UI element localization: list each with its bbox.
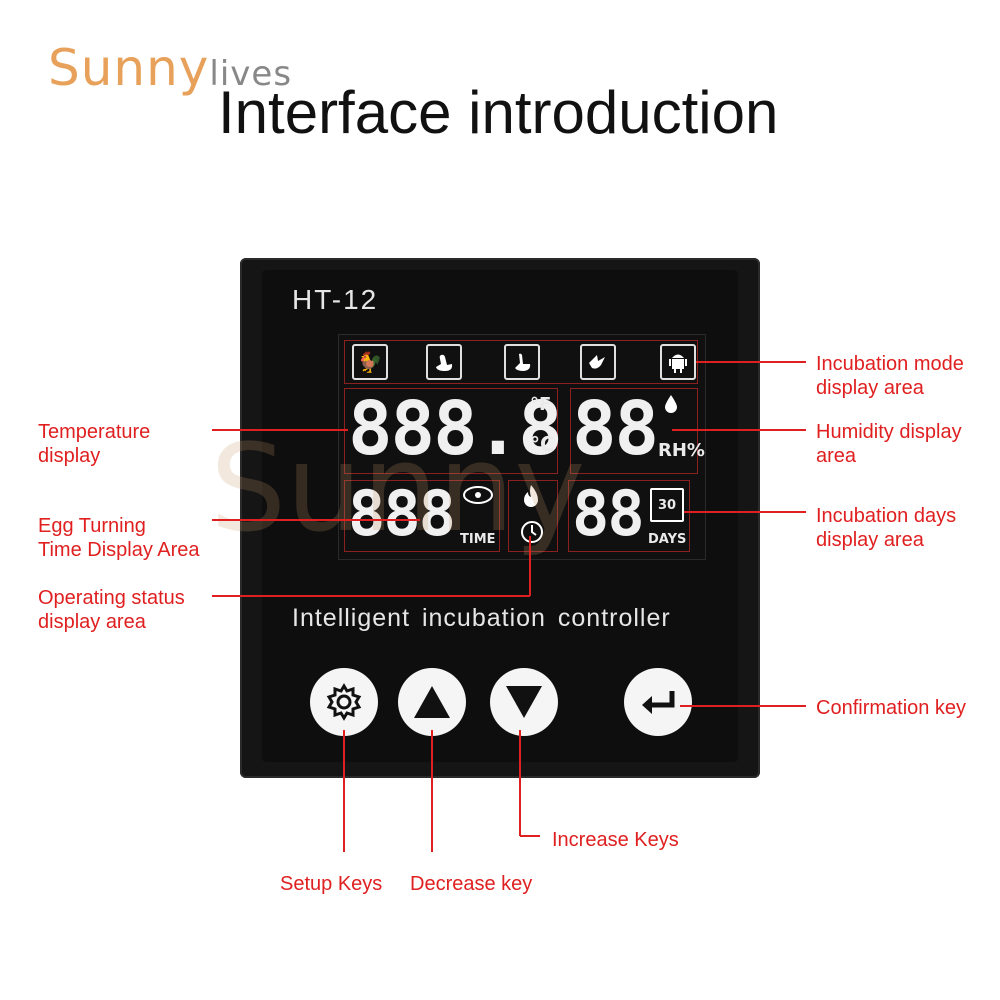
brand-part1: Sunny bbox=[48, 39, 210, 97]
egg-turning-label: Egg Turning Time Display Area bbox=[38, 514, 200, 562]
bird-icon bbox=[580, 344, 616, 380]
calendar-value: 30 bbox=[657, 497, 677, 513]
time-label: TIME bbox=[460, 532, 496, 547]
days-digits: 88 bbox=[572, 477, 645, 550]
status-area-frame bbox=[508, 480, 558, 552]
temperature-digits: 888.8 bbox=[348, 386, 563, 472]
device-caption: Intelligent incubation controller bbox=[292, 604, 671, 632]
egg-turning-label-line1: Egg Turning bbox=[38, 515, 146, 537]
brand-part2: lives bbox=[209, 54, 293, 94]
fahrenheit-unit: °F bbox=[530, 394, 552, 415]
days-area-frame bbox=[568, 480, 690, 552]
incubation-days-label-line2: display area bbox=[816, 529, 924, 551]
incubation-mode-label: Incubation mode display area bbox=[816, 352, 964, 400]
water-drop-icon bbox=[664, 394, 678, 419]
days-label: DAYS bbox=[648, 532, 687, 547]
humidity-label: Humidity display area bbox=[816, 420, 962, 468]
setup-keys-label: Setup Keys bbox=[280, 873, 383, 895]
device-model: HT-12 bbox=[292, 284, 379, 315]
brand-logo: Sunnylives bbox=[48, 38, 292, 104]
celsius-unit: °C bbox=[530, 432, 555, 456]
up-arrow-icon bbox=[414, 686, 450, 718]
confirmation-key-label: Confirmation key bbox=[816, 697, 967, 719]
flame-icon bbox=[520, 484, 542, 515]
lcd-screen bbox=[338, 334, 706, 560]
setup-button[interactable] bbox=[310, 668, 378, 736]
gear-icon bbox=[326, 683, 362, 721]
decrease-key-label: Decrease key bbox=[410, 873, 533, 895]
operating-status-label-line2: display area bbox=[38, 611, 146, 633]
up-button[interactable] bbox=[398, 668, 466, 736]
time-area-frame bbox=[344, 480, 500, 552]
goose-icon bbox=[504, 344, 540, 380]
time-digits: 888 bbox=[348, 477, 456, 550]
incubation-mode-label-line1: Incubation mode bbox=[816, 353, 964, 375]
operating-status-label-line1: Operating status bbox=[38, 587, 185, 609]
temperature-label: Temperature display bbox=[38, 420, 150, 468]
enter-icon bbox=[642, 691, 675, 714]
humidity-label-line1: Humidity display bbox=[816, 421, 962, 443]
incubation-days-label: Incubation days display area bbox=[816, 504, 956, 552]
eye-icon bbox=[462, 484, 494, 511]
temperature-label-line2: display bbox=[38, 445, 101, 467]
operating-status-label: Operating status display area bbox=[38, 586, 185, 634]
humidity-digits: 88 bbox=[572, 386, 659, 472]
egg-turning-label-line2: Time Display Area bbox=[38, 539, 200, 561]
calendar-icon: 30 bbox=[650, 488, 684, 522]
down-button[interactable] bbox=[490, 668, 558, 736]
down-arrow-icon bbox=[506, 686, 542, 718]
clock-icon bbox=[520, 520, 544, 549]
increase-keys-label: Increase Keys bbox=[552, 829, 679, 851]
chicken-icon: 🐓 bbox=[352, 344, 388, 380]
incubation-days-label-line1: Incubation days bbox=[816, 505, 957, 527]
android-icon bbox=[660, 344, 696, 380]
confirm-button[interactable] bbox=[624, 668, 692, 736]
duck-icon bbox=[426, 344, 462, 380]
incubation-mode-label-line2: display area bbox=[816, 377, 924, 399]
watermark: Sunny bbox=[210, 420, 586, 559]
humidity-unit: RH% bbox=[658, 440, 705, 461]
page-title: Interface introduction bbox=[218, 79, 779, 146]
temperature-label-line1: Temperature bbox=[38, 421, 151, 443]
humidity-label-line2: area bbox=[816, 445, 857, 467]
